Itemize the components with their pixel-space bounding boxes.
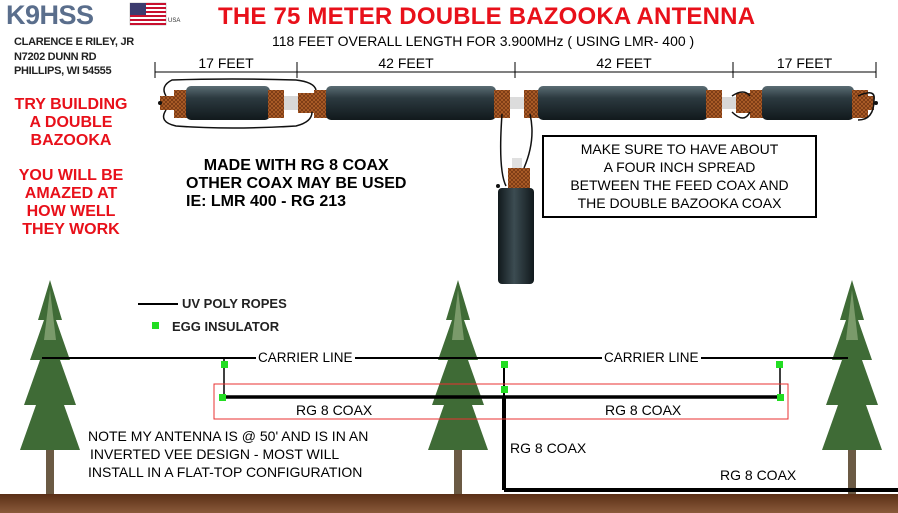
install-lines	[42, 357, 898, 492]
dimension-line	[154, 62, 877, 78]
amazed-note: YOU WILL BE AMAZED AT HOW WELL THEY WORK	[18, 167, 124, 238]
feed-coax-label: RG 8 COAX	[720, 467, 797, 483]
spread-callout: MAKE SURE TO HAVE ABOUT A FOUR INCH SPRE…	[542, 135, 817, 218]
feed-coax	[498, 188, 534, 284]
coax-label: RG 8 COAX	[296, 402, 373, 418]
legend-ropes: UV POLY ROPES	[182, 296, 287, 311]
bazooka-coax	[158, 78, 878, 284]
dimension-label: 17 FEET	[198, 55, 254, 71]
dimension-label: 42 FEET	[378, 55, 434, 71]
braid-end	[160, 96, 174, 110]
tree-left	[20, 280, 80, 500]
flag-caption: USA	[168, 18, 181, 24]
address-line: CLARENCE E RILEY, JR	[14, 36, 134, 48]
coax-section-17ft-right	[762, 86, 854, 120]
dimension-label: 17 FEET	[776, 55, 833, 71]
coax-label: RG 8 COAX	[605, 402, 682, 418]
tree-right	[822, 280, 882, 500]
coax-section-42ft-right	[538, 86, 708, 120]
ground	[0, 494, 898, 513]
subtitle: 118 FEET OVERALL LENGTH FOR 3.900MHz ( U…	[272, 33, 695, 49]
page-title: THE 75 METER DOUBLE BAZOOKA ANTENNA	[218, 3, 756, 30]
insulator-legend-icon	[152, 322, 159, 329]
legend-insulator: EGG INSULATOR	[172, 319, 280, 334]
carrier-line-label: CARRIER LINE	[602, 350, 701, 365]
coax-section-17ft-left	[186, 86, 270, 120]
egg-insulator	[777, 394, 784, 401]
coax-type-note: MADE WITH RG 8 COAX OTHER COAX MAY BE US…	[186, 157, 407, 210]
egg-insulator	[776, 361, 783, 368]
egg-insulator	[221, 361, 228, 368]
tree-middle	[428, 280, 488, 500]
address-line: N7202 DUNN RD	[14, 51, 97, 63]
address-line: PHILLIPS, WI 54555	[14, 65, 112, 77]
trees	[20, 280, 882, 500]
carrier-line-label: CARRIER LINE	[256, 350, 355, 365]
egg-insulator	[219, 394, 226, 401]
antenna-highlight-box	[213, 383, 789, 420]
egg-insulator	[501, 361, 508, 368]
callsign: K9HSS	[6, 0, 94, 30]
installation-note: NOTE MY ANTENNA IS @ 50' AND IS IN AN IN…	[88, 428, 369, 480]
usa-flag-icon	[129, 2, 167, 26]
coax-section-42ft-left	[326, 86, 496, 120]
egg-insulator	[501, 386, 508, 393]
try-building-note: TRY BUILDING A DOUBLE BAZOOKA	[14, 96, 128, 149]
dimension-label: 42 FEET	[596, 55, 652, 71]
feed-coax-label: RG 8 COAX	[510, 440, 587, 456]
